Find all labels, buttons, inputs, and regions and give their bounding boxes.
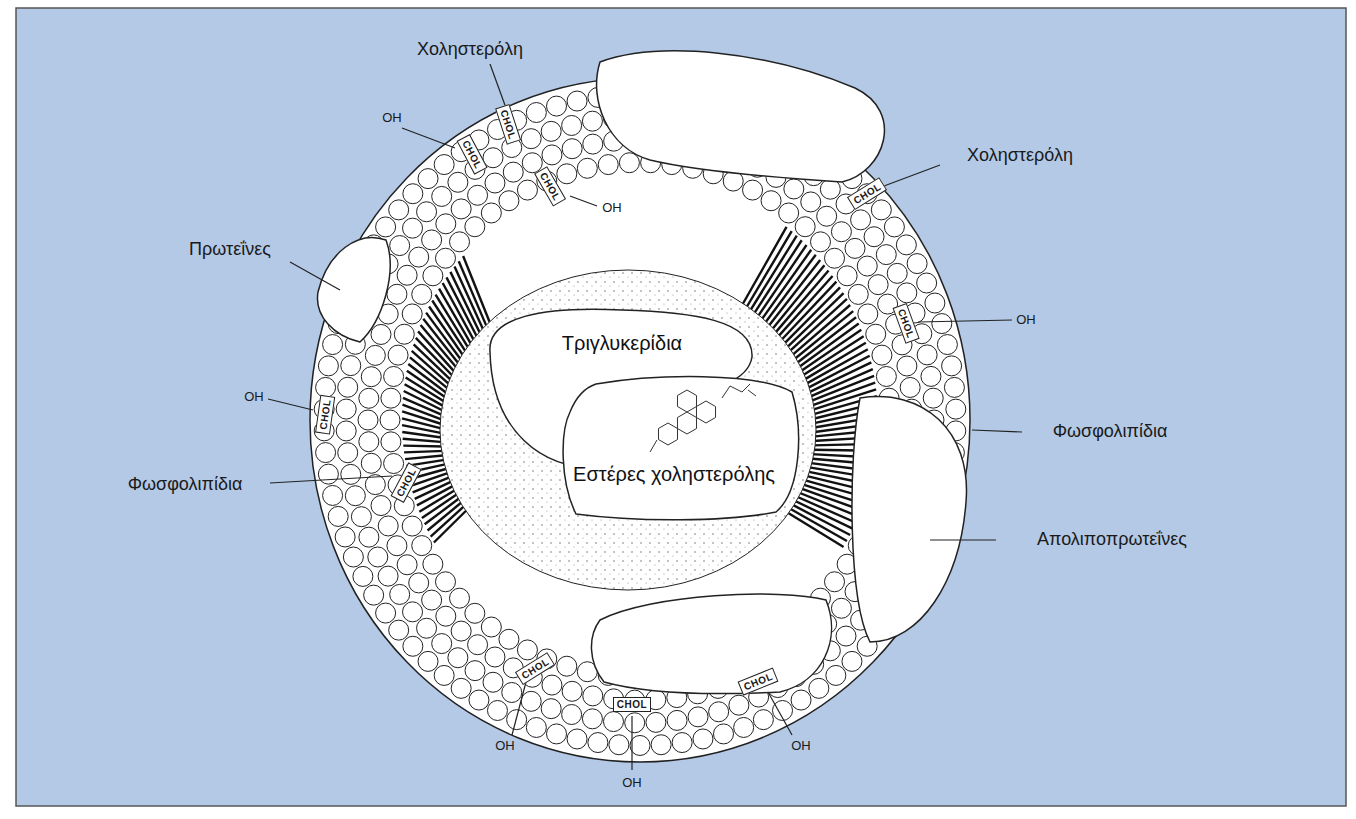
apolipoproteins	[317, 51, 966, 694]
leader-lines	[268, 64, 1022, 770]
part-label: Απολιποπρωτεΐνες	[1037, 530, 1187, 550]
blob-label: Τριγλυκερίδια	[482, 332, 762, 355]
panel	[16, 8, 1346, 806]
lipid-core	[440, 270, 816, 590]
phospholipid-heads	[314, 85, 966, 756]
hydroxyl-label: OH	[602, 201, 622, 215]
hydroxyl-label: OH	[622, 776, 642, 790]
hydroxyl-label: OH	[495, 739, 515, 753]
blob-label: Εστέρες χοληστερόλης	[546, 463, 802, 486]
part-label: Πρωτεΐνες	[189, 240, 271, 260]
steroid-icon	[650, 384, 756, 452]
hydroxyl-label: OH	[1016, 313, 1036, 327]
part-label: Χοληστερόλη	[417, 40, 523, 60]
cholesterol-tag: CHOL	[613, 697, 651, 712]
particle-outline	[310, 78, 970, 762]
part-label: Χοληστερόλη	[967, 146, 1073, 166]
hydroxyl-label: OH	[382, 111, 402, 125]
cholesterol-ester-blob: Εστέρες χοληστερόλης	[556, 372, 802, 522]
part-label: Φωσφολιπίδια	[1053, 422, 1168, 442]
blob-outline	[556, 372, 802, 522]
part-label: Φωσφολιπίδια	[128, 475, 243, 495]
hydroxyl-label: OH	[244, 390, 264, 404]
hydroxyl-label: OH	[791, 739, 811, 753]
